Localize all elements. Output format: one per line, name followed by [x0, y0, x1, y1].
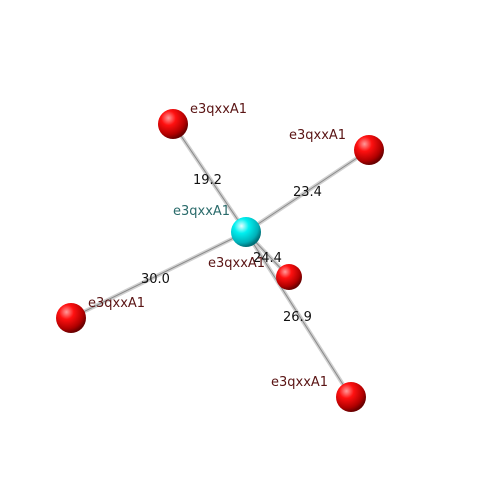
distance-label-2: 23.4 — [293, 185, 322, 200]
bonds — [70, 122, 371, 399]
center-atom[interactable] — [231, 217, 261, 247]
ligand-atom-label-1: e3qxxA1 — [190, 102, 247, 117]
ligand-atom-label-5: e3qxxA1 — [271, 375, 328, 390]
distance-label-5: 26.9 — [283, 310, 312, 325]
distance-label-4: 24.4 — [253, 251, 282, 266]
ligand-atoms — [56, 109, 384, 412]
center-atom-label: e3qxxA1 — [173, 204, 230, 219]
bond-5-shade — [245, 231, 352, 398]
distance-labels: 19.2 23.4 30.0 24.4 26.9 — [141, 173, 322, 325]
ligand-atom-1[interactable] — [158, 109, 188, 139]
ligand-atom-3[interactable] — [56, 303, 86, 333]
ligand-atom-label-3: e3qxxA1 — [88, 296, 145, 311]
bond-1-shade — [172, 123, 247, 233]
ligand-atom-4[interactable] — [276, 264, 302, 290]
ligand-atom-2[interactable] — [354, 135, 384, 165]
ligand-atom-label-4: e3qxxA1 — [208, 256, 265, 271]
bond-3-shade — [70, 231, 247, 319]
bond-2-shade — [245, 149, 370, 233]
ligand-atom-label-2: e3qxxA1 — [289, 128, 346, 143]
distance-label-3: 30.0 — [141, 272, 170, 287]
ligand-atom-labels: e3qxxA1 e3qxxA1 e3qxxA1 e3qxxA1 e3qxxA1 — [88, 102, 346, 390]
distance-label-1: 19.2 — [193, 173, 222, 188]
ligand-atom-5[interactable] — [336, 382, 366, 412]
